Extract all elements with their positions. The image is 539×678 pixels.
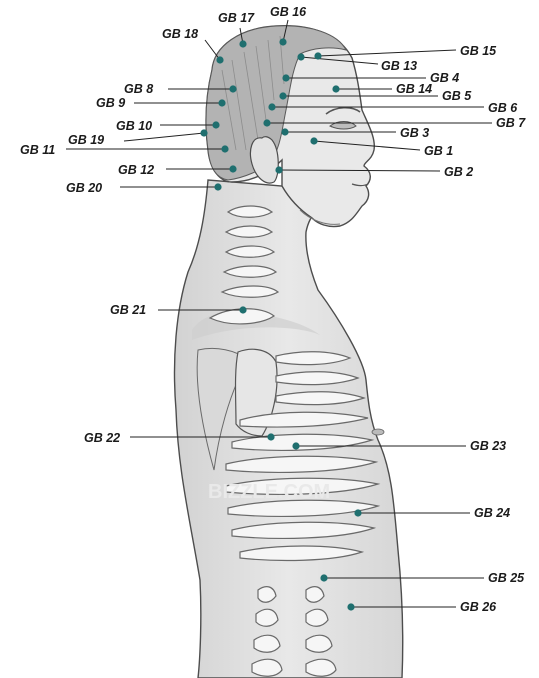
acupoint-marker xyxy=(218,99,225,106)
body-silhouette xyxy=(175,180,403,678)
acupoint-marker xyxy=(212,121,219,128)
acupoint-marker xyxy=(282,74,289,81)
acupoint-label: GB 9 xyxy=(96,96,125,110)
acupoint-marker xyxy=(279,38,286,45)
acupoint-marker xyxy=(216,56,223,63)
acupoint-marker xyxy=(214,183,221,190)
lumbar-vertebra xyxy=(306,635,332,652)
acupoint-marker xyxy=(332,85,339,92)
lumbar-vertebra xyxy=(306,659,336,676)
acupoint-label: GB 26 xyxy=(460,600,497,614)
lumbar-vertebra xyxy=(256,609,278,626)
acupoint-label: GB 8 xyxy=(124,82,153,96)
acupoint-label: GB 21 xyxy=(110,303,146,317)
acupoint-label: GB 4 xyxy=(430,71,459,85)
acupoint-marker xyxy=(263,119,270,126)
leader-line xyxy=(205,40,220,60)
acupoint-marker xyxy=(200,129,207,136)
lumbar-vertebra xyxy=(252,659,282,676)
acupoint-marker xyxy=(279,92,286,99)
acupoint-label: GB 22 xyxy=(84,431,120,445)
leader-line xyxy=(124,133,204,141)
acupoint-label: GB 10 xyxy=(116,119,152,133)
acupoint-label: GB 16 xyxy=(270,5,307,19)
acupoint-gb11: GB 11 xyxy=(20,143,229,157)
acupoint-marker xyxy=(268,103,275,110)
acupoint-marker xyxy=(239,40,246,47)
acupoint-marker xyxy=(354,509,361,516)
acupoint-label: GB 13 xyxy=(381,59,417,73)
acupoint-label: GB 1 xyxy=(424,144,453,158)
nipple xyxy=(372,429,384,435)
acupoint-label: GB 3 xyxy=(400,126,429,140)
acupoint-label: GB 5 xyxy=(442,89,472,103)
lumbar-vertebra xyxy=(254,635,280,652)
acupoint-marker xyxy=(281,128,288,135)
acupoint-gb20: GB 20 xyxy=(66,181,222,195)
acupoint-marker xyxy=(239,306,246,313)
acupoint-marker xyxy=(292,442,299,449)
acupoint-label: GB 7 xyxy=(496,116,526,130)
acupoint-label: GB 15 xyxy=(460,44,497,58)
acupoint-label: GB 14 xyxy=(396,82,432,96)
acupoint-label: GB 2 xyxy=(444,165,473,179)
acupoint-marker xyxy=(310,137,317,144)
acupoint-label: GB 17 xyxy=(218,11,255,25)
acupoint-label: GB 11 xyxy=(20,143,55,157)
acupoint-label: GB 20 xyxy=(66,181,102,195)
acupoint-marker xyxy=(221,145,228,152)
acupoint-label: GB 24 xyxy=(474,506,510,520)
acupoint-label: GB 23 xyxy=(470,439,506,453)
acupoint-marker xyxy=(275,166,282,173)
watermark: BIZZLE.COM xyxy=(208,481,330,503)
acupoint-marker xyxy=(229,85,236,92)
acupoint-marker xyxy=(229,165,236,172)
acupoint-marker xyxy=(267,433,274,440)
acupoint-label: GB 25 xyxy=(488,571,525,585)
acupoint-marker xyxy=(314,52,321,59)
acupoint-label: GB 18 xyxy=(162,27,198,41)
acupoint-marker xyxy=(347,603,354,610)
acupoint-marker xyxy=(297,53,304,60)
acupoint-label: GB 12 xyxy=(118,163,154,177)
acupoint-label: GB 6 xyxy=(488,101,518,115)
acupoint-marker xyxy=(320,574,327,581)
acupoint-label: GB 19 xyxy=(68,133,104,147)
lumbar-vertebra xyxy=(306,609,328,626)
